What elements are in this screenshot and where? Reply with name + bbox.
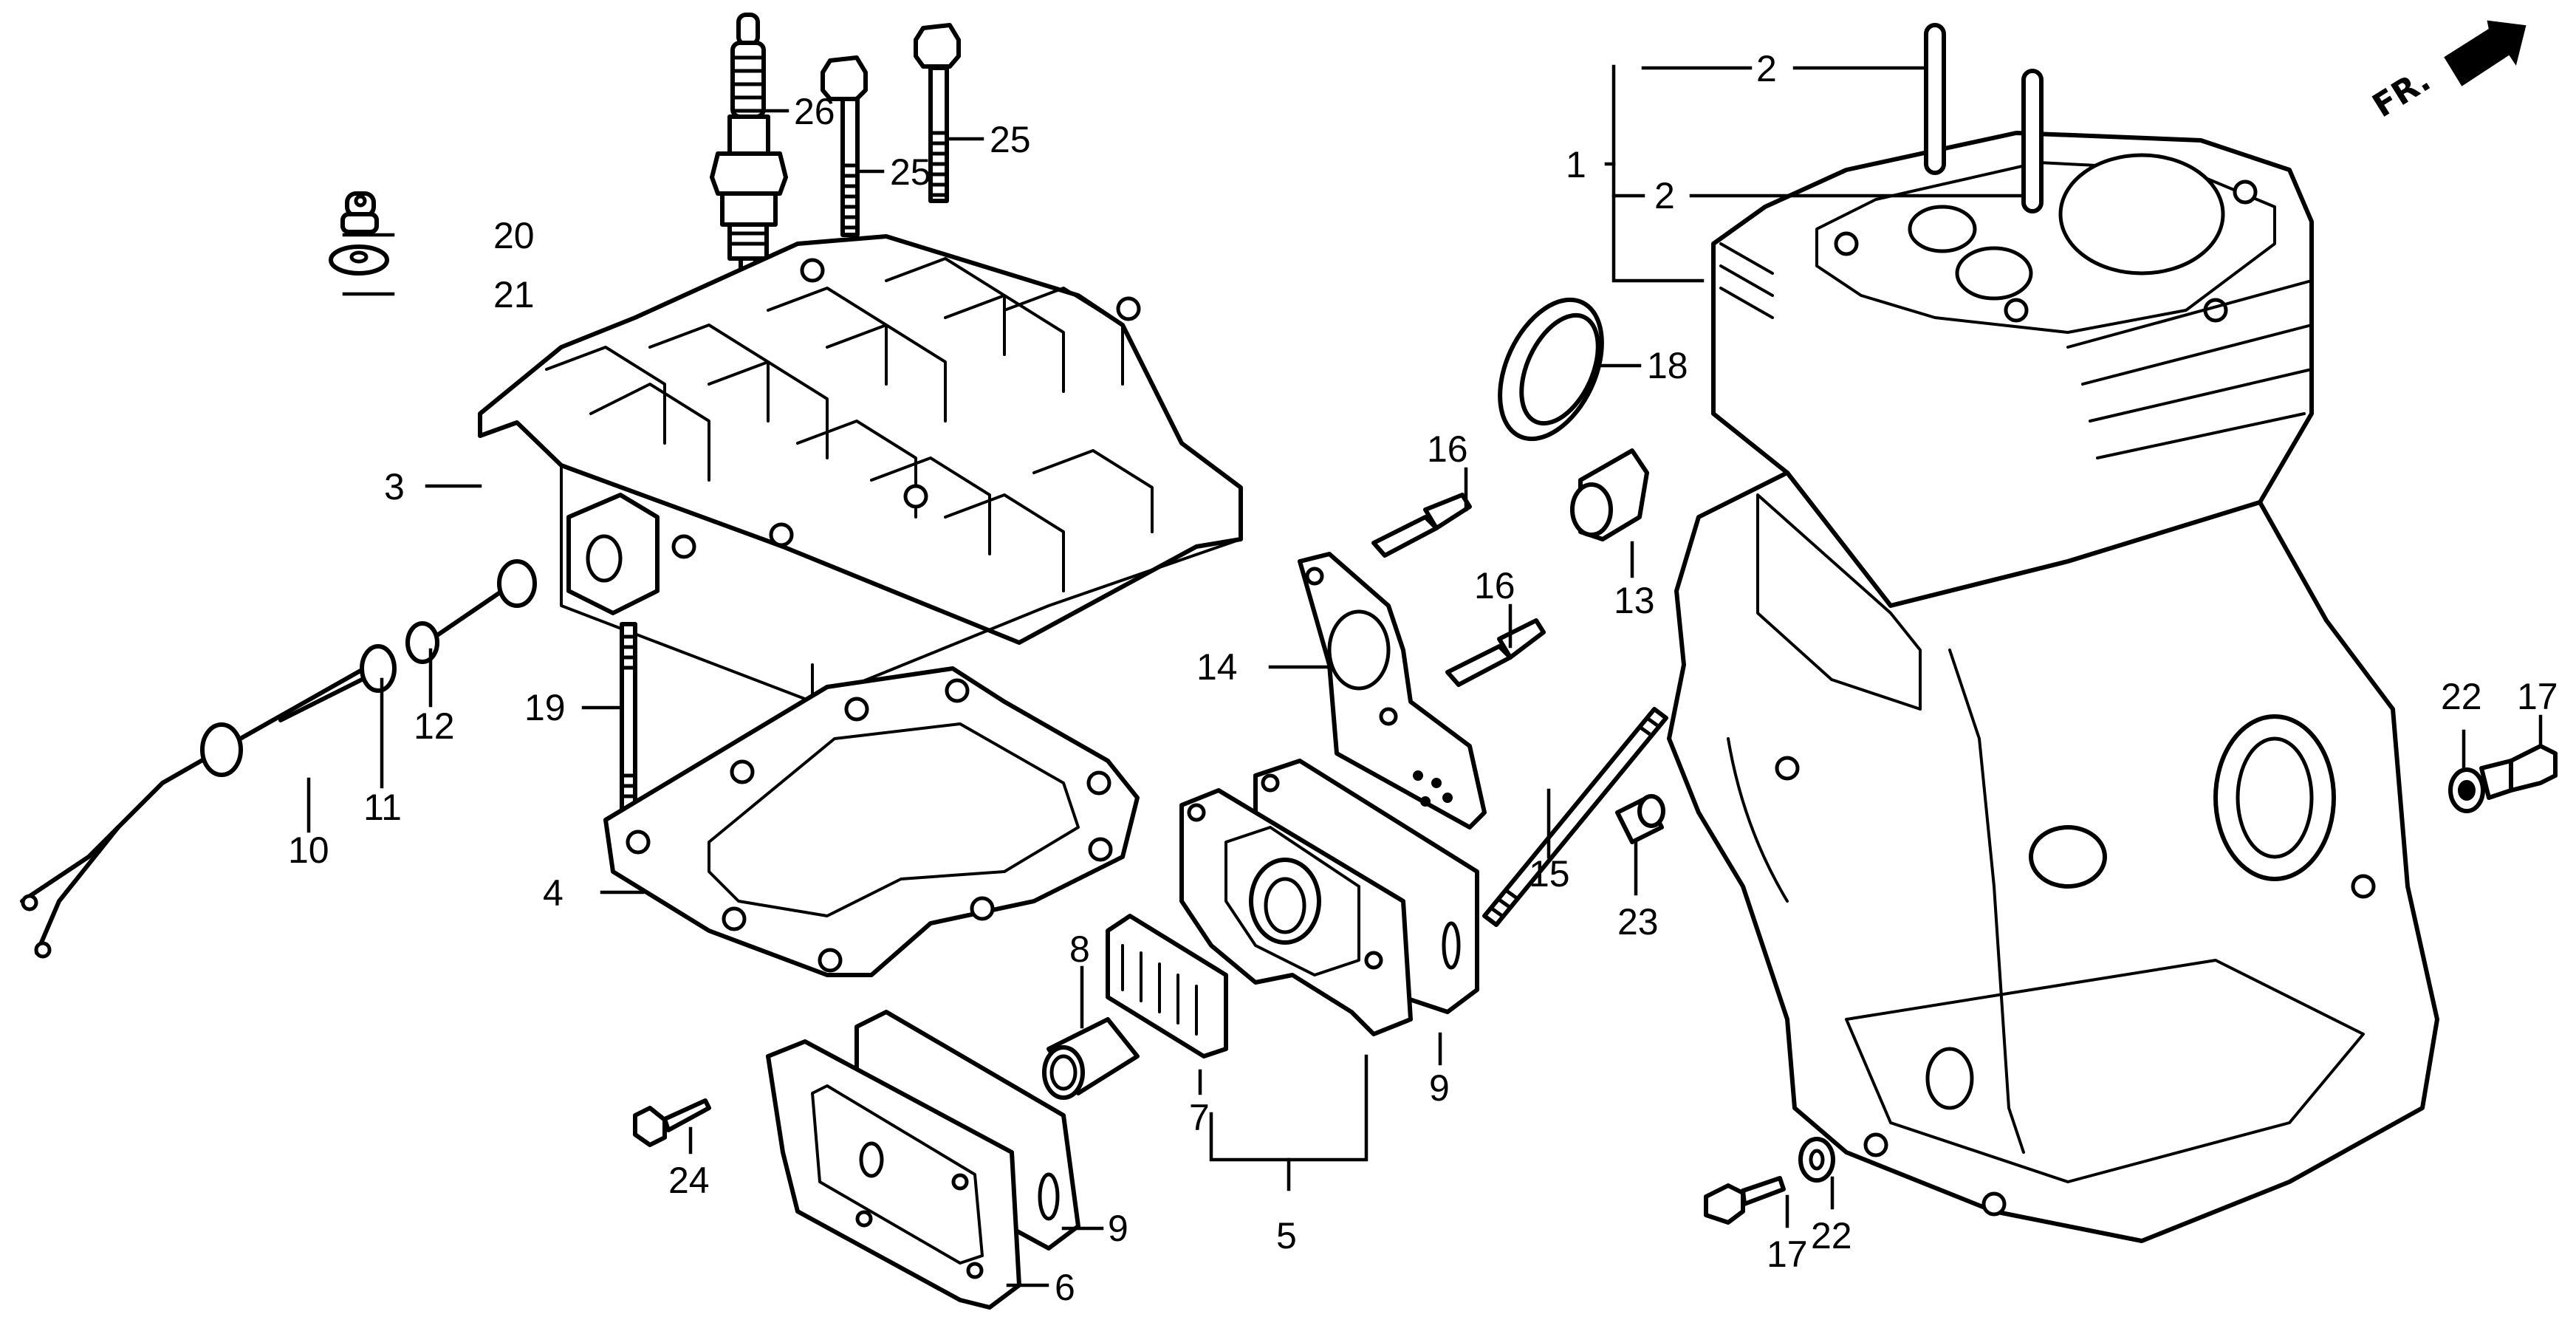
callout-20[interactable]: 20 bbox=[493, 215, 535, 256]
callout-14[interactable]: 14 bbox=[1196, 646, 1238, 688]
callout-1[interactable]: 1 bbox=[1566, 144, 1586, 185]
front-direction-label: FR. bbox=[2366, 61, 2437, 125]
dowel-pin-lower-part bbox=[2021, 69, 2044, 213]
callout-17-bottom[interactable]: 17 bbox=[1767, 1234, 1808, 1275]
callout-19[interactable]: 19 bbox=[524, 687, 566, 728]
callout-8[interactable]: 8 bbox=[1069, 928, 1090, 970]
oil-seal-part bbox=[1498, 297, 1604, 442]
callout-11[interactable]: 11 bbox=[363, 787, 402, 828]
callout-18[interactable]: 18 bbox=[1647, 345, 1688, 386]
callout-26[interactable]: 26 bbox=[794, 91, 835, 132]
callout-15[interactable]: 15 bbox=[1529, 853, 1570, 895]
callout-labels: 1 2 2 3 4 5 6 7 8 9 9 10 11 12 13 14 15 … bbox=[288, 48, 2558, 1308]
insulator-body-part bbox=[1179, 788, 1413, 1036]
callout-23[interactable]: 23 bbox=[1617, 901, 1659, 943]
cap-nut-part bbox=[340, 191, 379, 234]
breather-tube-part bbox=[1570, 448, 1649, 541]
callout-4[interactable]: 4 bbox=[543, 872, 564, 914]
leader-lines bbox=[306, 64, 2543, 1287]
callout-6[interactable]: 6 bbox=[1055, 1267, 1075, 1308]
drain-washer-right-part bbox=[2448, 767, 2485, 813]
drain-plug-bolt-bottom-part bbox=[1704, 1176, 1786, 1225]
head-stud-bolt-part bbox=[620, 622, 637, 811]
callout-16-lower[interactable]: 16 bbox=[1474, 565, 1515, 606]
callout-2-upper[interactable]: 2 bbox=[1756, 48, 1777, 89]
callout-22-bottom[interactable]: 22 bbox=[1811, 1215, 1852, 1256]
head-bolt-left-part bbox=[821, 55, 868, 237]
callout-7[interactable]: 7 bbox=[1189, 1097, 1210, 1138]
head-bolt-right-part bbox=[914, 23, 961, 203]
callout-13[interactable]: 13 bbox=[1614, 580, 1655, 621]
front-direction-arrow-icon bbox=[2444, 20, 2527, 86]
callout-9-upper[interactable]: 9 bbox=[1429, 1067, 1450, 1109]
stud-bolt-upper-part bbox=[1371, 493, 1472, 558]
front-direction-indicator: FR. bbox=[2366, 20, 2527, 125]
dowel-collar-part bbox=[1615, 794, 1665, 844]
collar-part bbox=[1042, 1017, 1140, 1100]
drain-washer-bottom-part bbox=[1798, 1137, 1835, 1183]
insulator-plate-part bbox=[766, 1039, 1021, 1310]
intake-insulator-part bbox=[1106, 914, 1228, 1058]
cylinder-head-gasket-part bbox=[603, 666, 1140, 977]
sealing-washer-part bbox=[329, 244, 389, 276]
flange-bolt-part bbox=[633, 1098, 711, 1147]
callout-2-lower[interactable]: 2 bbox=[1654, 175, 1675, 216]
callout-24[interactable]: 24 bbox=[668, 1160, 710, 1201]
callout-10[interactable]: 10 bbox=[288, 830, 329, 871]
callout-16-upper[interactable]: 16 bbox=[1427, 428, 1468, 470]
spark-plug-part bbox=[710, 13, 788, 271]
callout-22-right[interactable]: 22 bbox=[2441, 676, 2482, 717]
callout-25-right[interactable]: 25 bbox=[990, 119, 1031, 160]
long-stud-bolt-part bbox=[1482, 707, 1668, 927]
callout-21[interactable]: 21 bbox=[493, 274, 535, 315]
carburetor-gasket-plate-part bbox=[1298, 552, 1487, 830]
cylinder-crankcase-part bbox=[1667, 131, 2439, 1243]
callout-25-left[interactable]: 25 bbox=[890, 151, 931, 193]
dowel-pin-upper-part bbox=[1924, 23, 1946, 175]
oil-level-switch-part bbox=[20, 559, 537, 959]
cylinder-head-part bbox=[478, 234, 1243, 703]
callout-3[interactable]: 3 bbox=[384, 466, 405, 507]
callout-17-right[interactable]: 17 bbox=[2517, 676, 2558, 717]
callout-5[interactable]: 5 bbox=[1276, 1215, 1297, 1256]
callout-9-lower[interactable]: 9 bbox=[1108, 1208, 1128, 1249]
callout-12[interactable]: 12 bbox=[414, 705, 455, 747]
stud-bolt-lower-part bbox=[1445, 618, 1546, 687]
drain-plug-bolt-right-part bbox=[2479, 744, 2558, 800]
